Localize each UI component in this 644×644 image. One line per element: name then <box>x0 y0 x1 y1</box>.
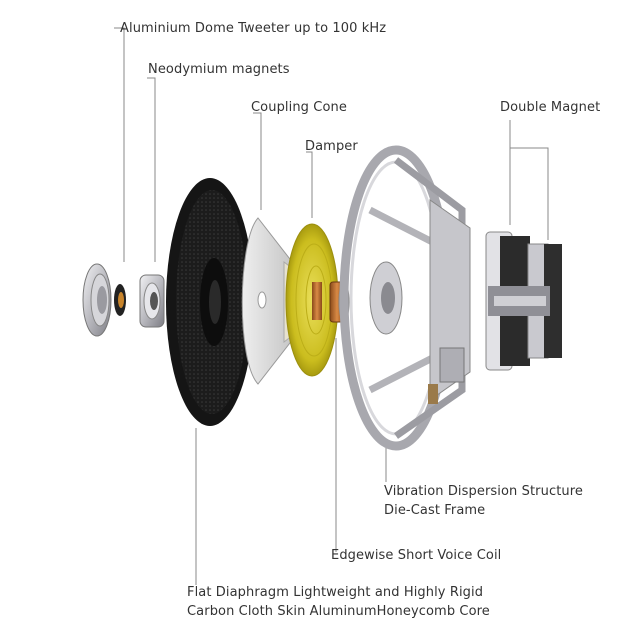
tweeter-part <box>82 263 126 337</box>
label-voice-coil: Edgewise Short Voice Coil <box>331 548 502 563</box>
label-double-magnet: Double Magnet <box>500 100 601 115</box>
double-magnet-part <box>485 231 562 371</box>
label-neodymium-magnets: Neodymium magnets <box>148 62 290 77</box>
flat-diaphragm-part <box>166 178 254 426</box>
label-diaphragm-line2: Carbon Cloth Skin AluminumHoneycomb Core <box>187 604 490 619</box>
leader-damper <box>306 151 313 218</box>
label-coupling-cone: Coupling Cone <box>251 100 347 115</box>
neodymium-magnet-part <box>139 274 165 328</box>
label-tweeter: Aluminium Dome Tweeter up to 100 kHz <box>120 21 387 36</box>
leader-double-magnet-branch <box>510 147 549 240</box>
label-frame-line1: Vibration Dispersion Structure <box>384 484 583 499</box>
label-damper: Damper <box>305 139 358 154</box>
leader-neodymium <box>147 77 156 262</box>
label-diaphragm-line1: Flat Diaphragm Lightweight and Highly Ri… <box>187 585 484 600</box>
leader-lines <box>114 27 549 585</box>
label-frame-line2: Die-Cast Frame <box>384 503 486 518</box>
leader-tweeter <box>114 27 125 262</box>
leader-coupling-cone <box>253 112 262 210</box>
die-cast-frame-part <box>339 145 471 451</box>
damper-part <box>285 223 339 377</box>
